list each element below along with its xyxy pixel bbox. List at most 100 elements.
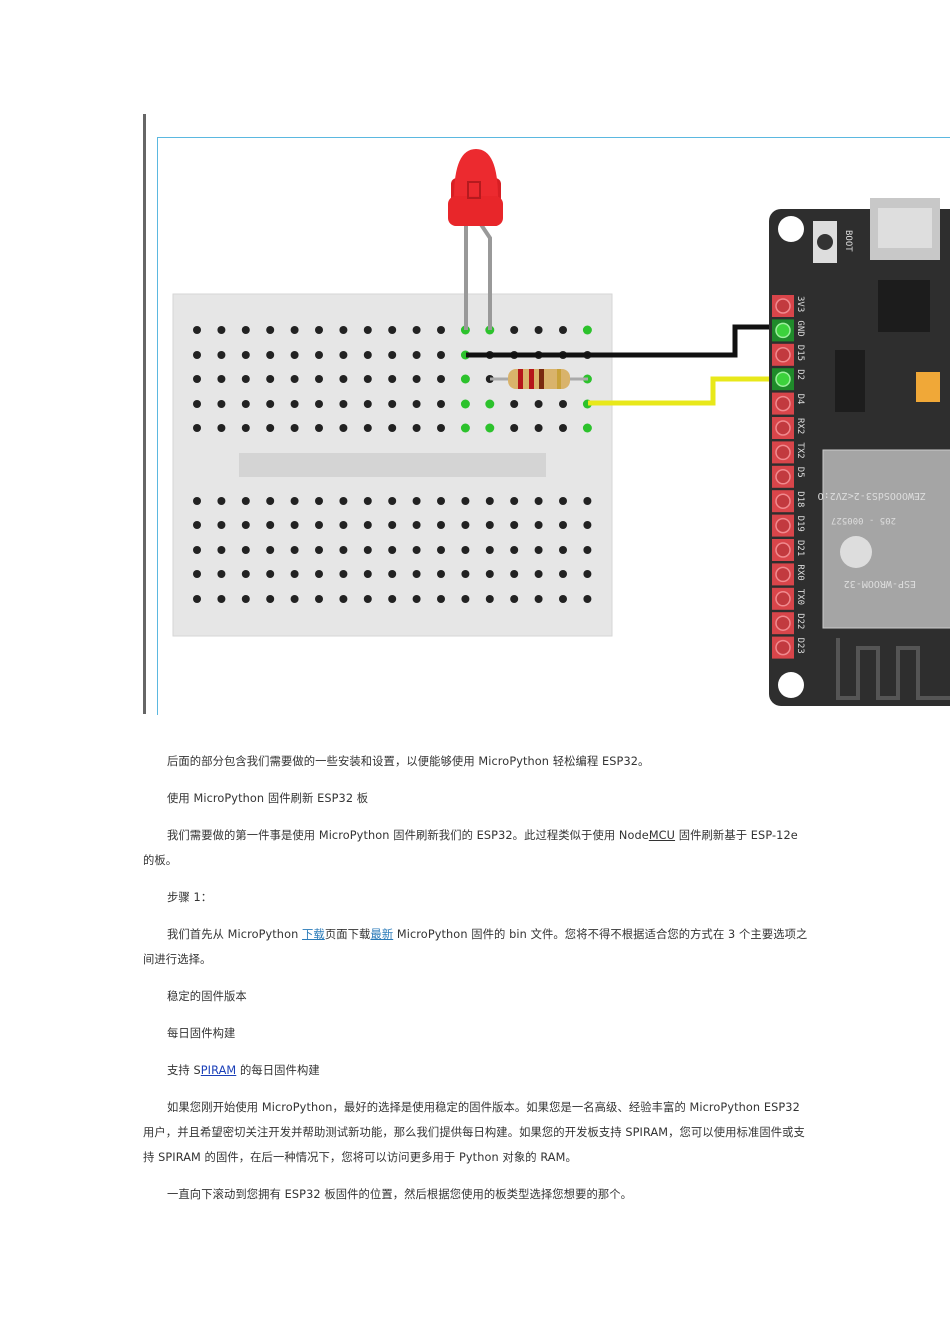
breadboard-hole	[217, 497, 226, 505]
mcu-link[interactable]: MCU	[648, 829, 676, 842]
breadboard-hole	[559, 326, 567, 334]
led	[448, 149, 503, 226]
breadboard-hole	[388, 595, 397, 603]
esp32-board: BOOT ZEWOOOSdS3-2<ZV2:O 205 - 000527 ESP…	[769, 198, 950, 706]
breadboard-hole	[290, 497, 299, 505]
heading-flash-firmware: 使用 MicroPython 固件刷新 ESP32 板	[167, 792, 369, 805]
wire-gnd	[466, 324, 783, 358]
breadboard-hole	[437, 351, 445, 359]
breadboard-hole	[437, 546, 445, 554]
download-page-link[interactable]: 下载	[302, 928, 325, 941]
breadboard-hole	[363, 375, 372, 383]
breadboard-hole	[437, 570, 445, 578]
breadboard-hole	[315, 595, 323, 603]
article-body: 后面的部分包含我们需要做的一些安装和设置，以便能够使用 MicroPython …	[143, 749, 811, 1219]
breadboard-hole	[266, 497, 275, 505]
breadboard-hole	[534, 546, 543, 554]
breadboard-hole	[388, 521, 397, 529]
breadboard-hole	[363, 400, 372, 408]
breadboard-hole	[266, 521, 275, 529]
breadboard-hole	[461, 497, 470, 505]
breadboard-hole	[241, 546, 250, 554]
breadboard-hole	[241, 351, 250, 359]
breadboard-hole	[339, 375, 348, 383]
breadboard-esp32-diagram: BOOT ZEWOOOSdS3-2<ZV2:O 205 - 000527 ESP…	[172, 149, 950, 706]
breadboard-hole	[510, 546, 519, 554]
breadboard-hole	[363, 570, 372, 578]
pin-label: 3V3	[795, 296, 805, 312]
breadboard-hole	[485, 521, 494, 529]
pin-label: GND	[795, 320, 805, 336]
breadboard-hole	[193, 424, 201, 432]
text: 我们需要做的第一件事是使用 MicroPython 固件刷新我们的 ESP32。…	[167, 829, 649, 842]
breadboard-hole	[461, 595, 470, 603]
breadboard-hole	[315, 400, 323, 408]
text: 的每日固件构建	[236, 1064, 320, 1077]
breadboard-hole	[339, 521, 348, 529]
module-label-name: ESP-WROOM-32	[844, 578, 916, 589]
breadboard-hole	[193, 326, 201, 334]
breadboard-hole	[266, 400, 275, 408]
breadboard-hole	[485, 595, 494, 603]
breadboard-hole	[217, 400, 226, 408]
breadboard-hole	[510, 521, 519, 529]
breadboard-hole	[217, 424, 226, 432]
breadboard-channel	[239, 453, 546, 477]
breadboard-hole	[241, 570, 250, 578]
breadboard-hole	[241, 497, 250, 505]
breadboard-hole	[460, 399, 470, 409]
breadboard-hole	[266, 375, 275, 383]
breadboard-hole	[363, 326, 372, 334]
option-spiram: 支持 SPIRAM 的每日固件构建	[143, 1058, 811, 1083]
breadboard-hole	[485, 375, 494, 383]
breadboard-hole	[437, 521, 445, 529]
breadboard-hole	[266, 546, 275, 554]
breadboard-hole	[290, 546, 299, 554]
breadboard-hole	[510, 497, 519, 505]
breadboard-hole	[582, 325, 592, 335]
breadboard-hole	[241, 400, 250, 408]
text: MicroPython 固件的 bin 文件。您将不得不根据适合您的方式在 3 …	[143, 928, 808, 966]
breadboard-hole	[290, 351, 299, 359]
breadboard-hole	[290, 595, 299, 603]
breadboard-hole	[339, 570, 348, 578]
led-leg-anode	[478, 221, 492, 330]
breadboard-hole	[363, 521, 372, 529]
pin-label: TX2	[795, 442, 805, 458]
breadboard-hole	[339, 351, 348, 359]
text: 支持 S	[167, 1064, 201, 1077]
breadboard-hole	[363, 546, 372, 554]
breadboard-hole	[241, 375, 250, 383]
spiram-link[interactable]: PIRAM	[200, 1064, 237, 1077]
text: 我们首先从 MicroPython	[167, 928, 303, 941]
breadboard-hole	[315, 424, 323, 432]
breadboard-hole	[290, 375, 299, 383]
breadboard-hole	[315, 521, 323, 529]
breadboard-hole	[412, 595, 421, 603]
resistor	[508, 369, 570, 389]
breadboard-hole	[510, 595, 519, 603]
latest-link[interactable]: 最新	[370, 928, 394, 941]
pin-d23: D23	[772, 636, 805, 659]
pin-tx2: TX2	[772, 441, 805, 464]
pin-label: D19	[795, 516, 805, 532]
breadboard-hole	[388, 400, 397, 408]
breadboard-hole	[290, 424, 299, 432]
breadboard-hole	[290, 326, 299, 334]
breadboard-hole	[217, 326, 226, 334]
pin-label: D18	[795, 491, 805, 507]
pin-label: RX0	[795, 564, 805, 580]
breadboard-hole	[266, 326, 275, 334]
breadboard-hole	[193, 521, 201, 529]
breadboard-hole	[559, 497, 567, 505]
paragraph-choice: 如果您刚开始使用 MicroPython，最好的选择是使用稳定的固件版本。如果您…	[143, 1101, 805, 1164]
breadboard-hole	[412, 521, 421, 529]
breadboard-hole	[559, 424, 567, 432]
text: 固件刷新基于 ESP-12e 的板。	[143, 829, 798, 867]
pin-d18: D18	[772, 490, 805, 513]
breadboard-hole	[217, 351, 226, 359]
breadboard-hole	[266, 351, 275, 359]
breadboard-hole	[583, 570, 592, 578]
breadboard-hole	[388, 375, 397, 383]
pin-gnd: GND	[772, 319, 805, 342]
